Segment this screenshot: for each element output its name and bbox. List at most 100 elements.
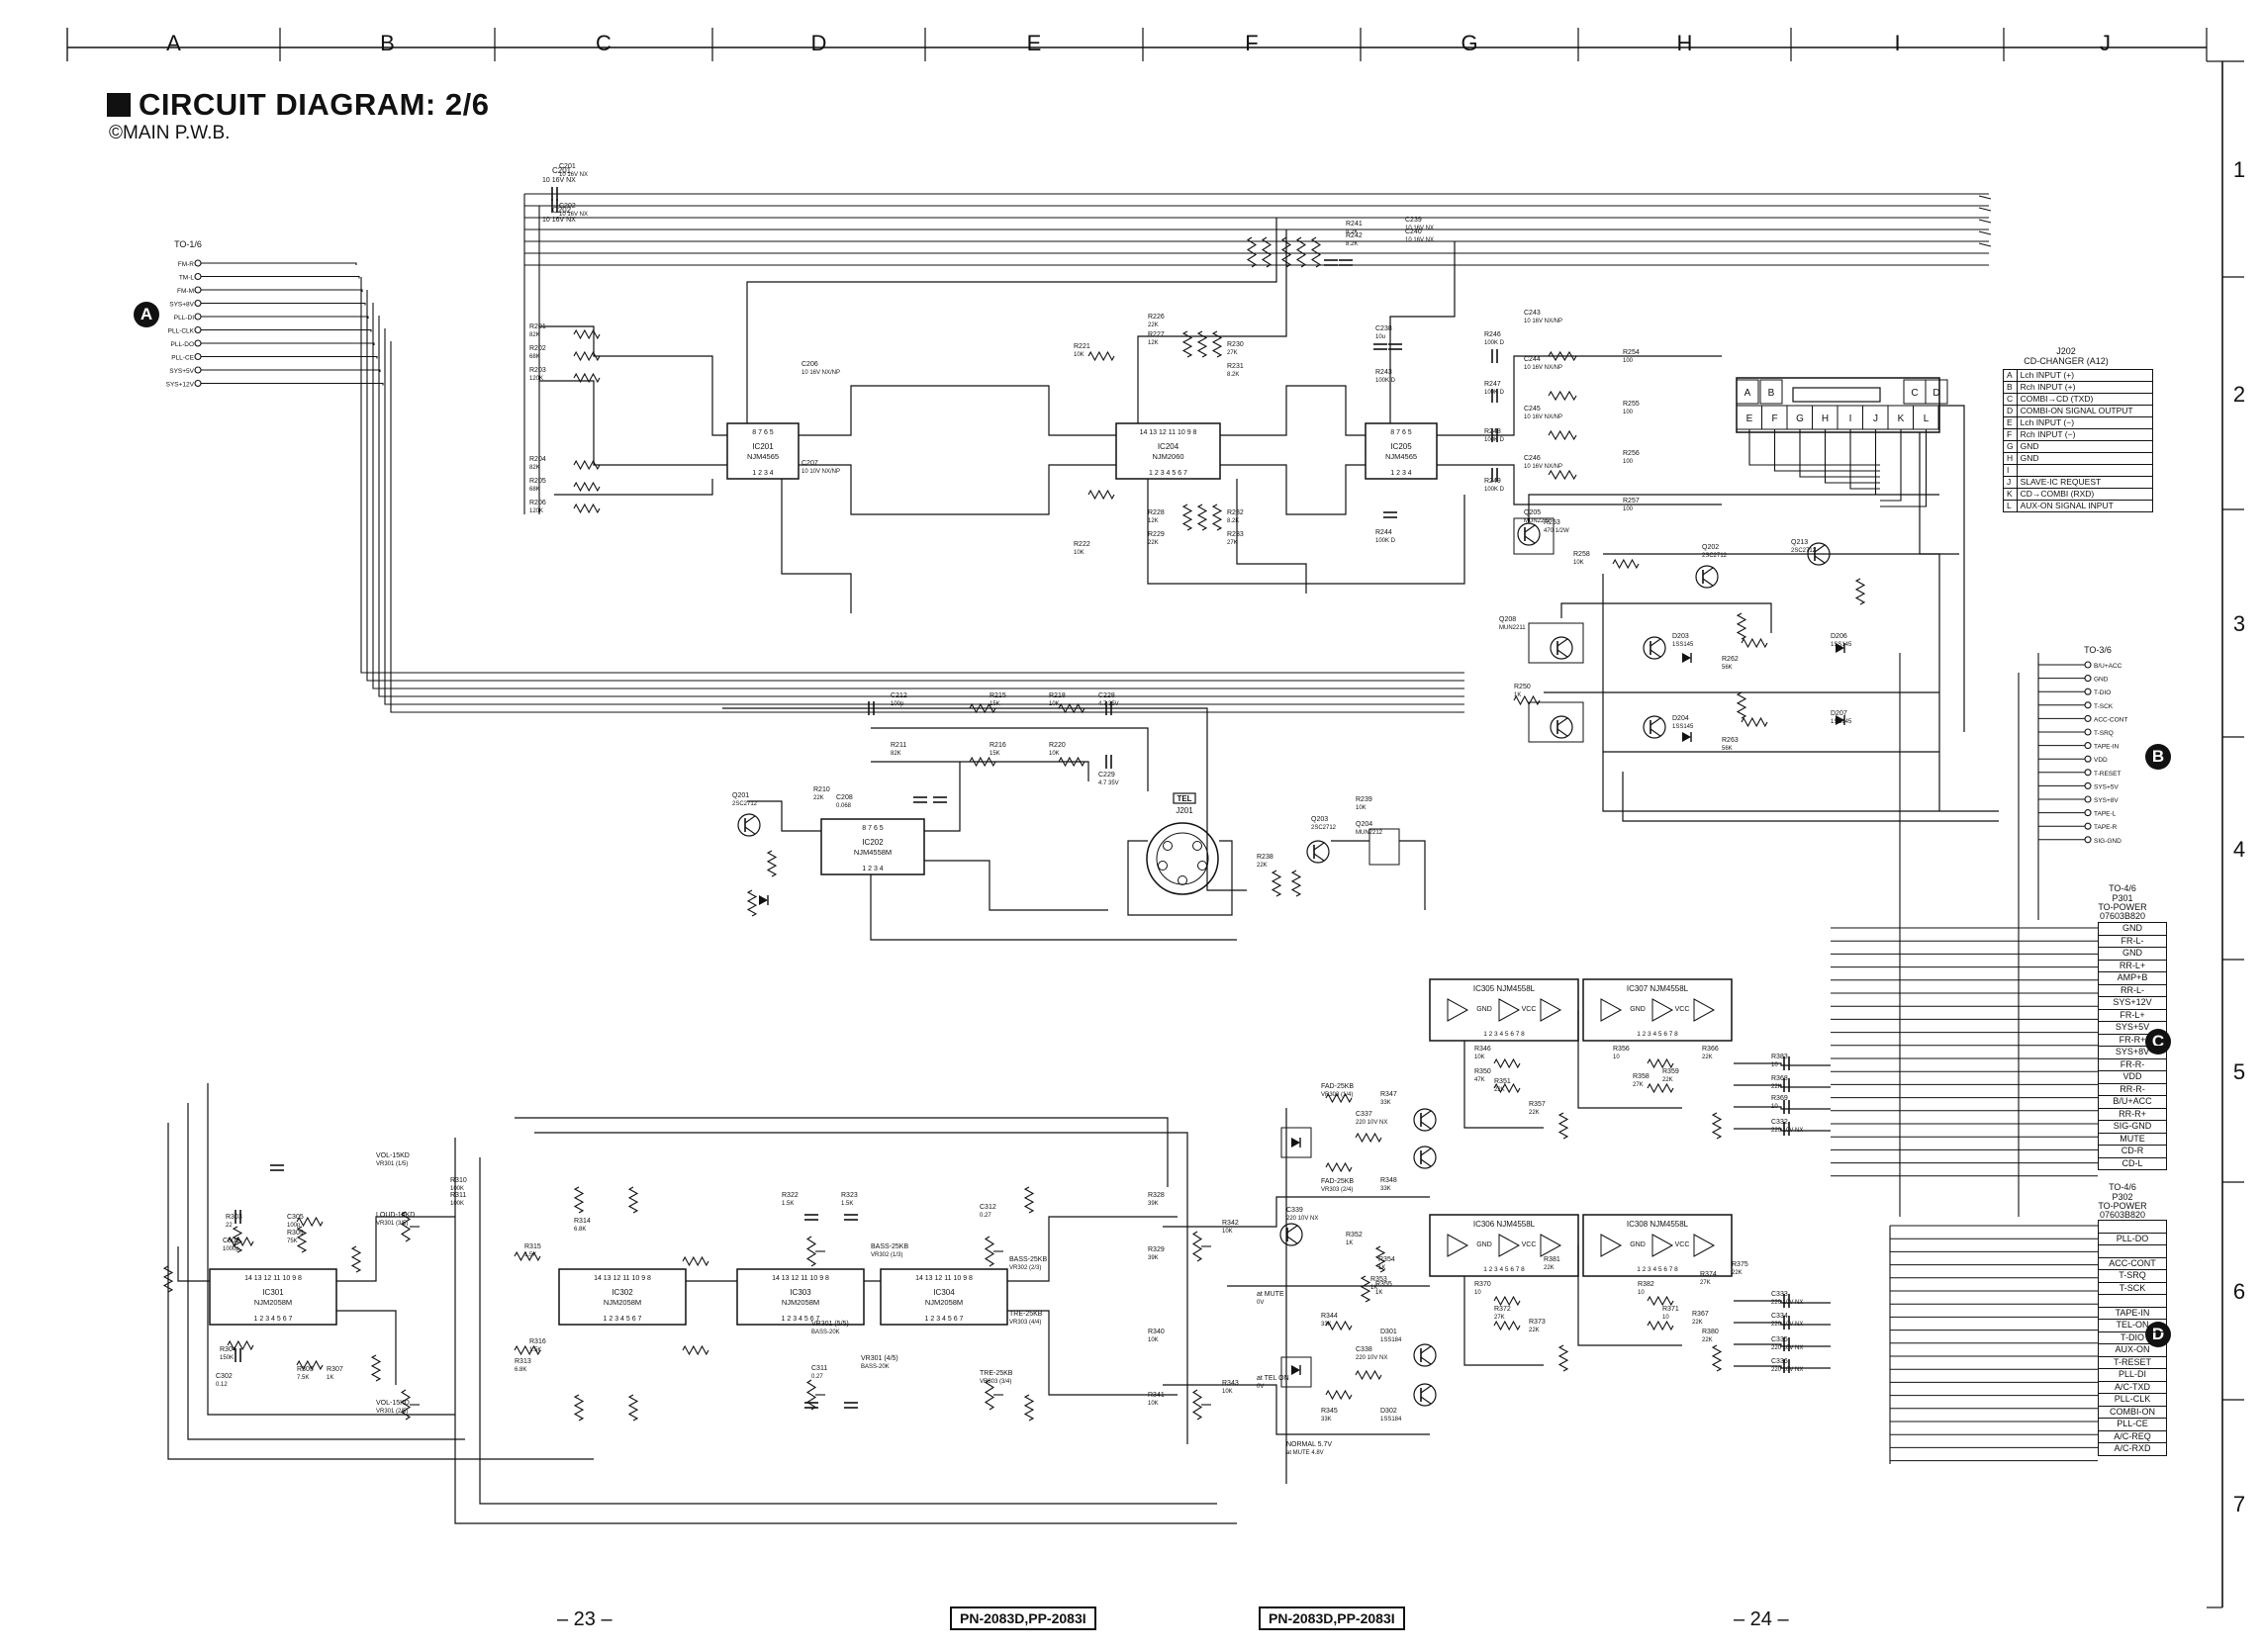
part-ref: C202: [552, 206, 572, 215]
tel-badge: [1173, 792, 1196, 804]
resistor-symbol: [1058, 702, 1085, 714]
transistor-symbol: [1413, 1343, 1437, 1367]
p301-row: GND: [2098, 922, 2167, 936]
wire: [799, 385, 1116, 436]
ic-ref: IC303: [790, 1288, 811, 1297]
bus-wire: [360, 277, 1464, 674]
part-ref: C202: [559, 203, 576, 210]
resistor-symbol: [1246, 236, 1258, 268]
part-ref: C243: [1524, 310, 1541, 317]
p302-pin: [2098, 1220, 2167, 1234]
input-wire: [201, 262, 357, 265]
column-label-c: C: [596, 31, 612, 55]
part-value: 1SS145: [1831, 642, 1852, 648]
part-value: 100K: [450, 1186, 464, 1192]
part-value: 1000p: [223, 1246, 239, 1252]
input-pin-label: PLL-DI: [174, 315, 194, 321]
part-ref: R342: [1222, 1220, 1239, 1227]
ic-part: NJM4558M: [854, 848, 892, 857]
p301-row: MUTE: [2098, 1132, 2167, 1146]
part-value: 0.27: [980, 1213, 991, 1219]
resistor-symbol: [1191, 1389, 1203, 1421]
p301-pin: SYS+8V: [2098, 1046, 2167, 1059]
resistor-symbol: [400, 1389, 412, 1421]
part-ref: Q213: [1791, 539, 1808, 546]
part-ref: R347: [1380, 1091, 1397, 1098]
p301-name: P301: [2112, 893, 2133, 903]
part-value: VR303 (2/4): [1321, 1187, 1353, 1193]
part-ref: C201: [559, 163, 576, 170]
part-ref: C305: [287, 1214, 304, 1221]
row-label-2: 2: [2232, 381, 2246, 407]
transistor-collector: [1556, 638, 1568, 647]
b-pin-circle: [2084, 781, 2092, 789]
part-value: MUN2211: [1499, 625, 1526, 631]
j202-row-pin: F: [2003, 428, 2018, 441]
part-value: 100p: [891, 701, 904, 707]
wire: [799, 464, 1116, 515]
p301-part: 07603B820: [2099, 911, 2146, 921]
part-value: 10 16V NX/NP: [1524, 464, 1562, 470]
part-ref: C335: [1771, 1336, 1788, 1343]
p301-pin: FR-R+: [2098, 1033, 2167, 1047]
part-value: 100: [1623, 459, 1634, 465]
wire: [1560, 602, 1772, 633]
b-pin-circle: [2084, 675, 2092, 683]
part-value: 1.5K: [524, 1252, 536, 1258]
p302-row: [2098, 1220, 2167, 1234]
p301-pin: GND: [2098, 947, 2167, 961]
transistor-symbol: [1550, 715, 1573, 739]
wire: [871, 727, 1149, 791]
part-value: 220 10V NX: [1286, 1216, 1318, 1222]
part-value: 22K: [1771, 1084, 1782, 1090]
part-value: 8.2K: [1227, 518, 1239, 524]
input-wire: [201, 382, 384, 386]
part-value: 10K: [1074, 550, 1084, 556]
p302-pin: PLL-CLK: [2098, 1393, 2167, 1407]
p301-pin: AMP+B: [2098, 971, 2167, 985]
part-value: 22K: [813, 795, 824, 801]
part-ref: Q208: [1499, 616, 1516, 623]
j202-row-pin: B: [2003, 381, 2018, 394]
p301-row: FR-R+: [2098, 1033, 2167, 1047]
ic205-box: [1365, 422, 1438, 480]
transistor-symbol: [1517, 522, 1541, 546]
ic-pin-word: VCC: [1675, 1006, 1690, 1013]
input-wire: [201, 289, 363, 292]
opamp-symbol: [1498, 1234, 1521, 1257]
part-value: 220 10V NX: [1771, 1367, 1803, 1373]
resistor-symbol: [1023, 1394, 1035, 1422]
part-value: 10 16V NX/NP: [1524, 365, 1562, 371]
j202-pin-label: G: [1796, 413, 1804, 424]
part-value: 10 16V NX: [1405, 237, 1434, 243]
resistor-symbol: [1711, 1112, 1723, 1140]
wire: [722, 707, 1247, 891]
page-number-right: – 24 –: [1734, 1608, 1789, 1630]
p302-row: A/C-RXD: [2098, 1442, 2167, 1456]
part-value: 22K: [1529, 1328, 1540, 1333]
opamp-symbol: [1498, 998, 1521, 1022]
part-value: 22K: [1662, 1077, 1673, 1083]
transistor-emitter: [1313, 853, 1325, 862]
input-wire: [201, 355, 378, 359]
p301-row: SIG-GND: [2098, 1120, 2167, 1134]
din-jack-inner: [1156, 832, 1209, 885]
resistor-symbol: [1647, 1295, 1674, 1307]
part-ref: C244: [1524, 356, 1541, 363]
diode-symbol: [1291, 1138, 1300, 1147]
part-value: 22K: [1257, 863, 1268, 869]
wire: [554, 479, 713, 496]
resistor-symbol: [682, 1255, 709, 1267]
resistor-symbol: [1280, 236, 1292, 268]
part-ref: R355: [1375, 1281, 1392, 1288]
p301-pin: RR-R-: [2098, 1082, 2167, 1096]
rail-arrow: [1978, 230, 1992, 235]
row-label-7: 7: [2232, 1492, 2246, 1516]
part-ref: R202: [529, 345, 546, 352]
part-value: BASS-20K: [861, 1364, 890, 1370]
opamp-symbol: [1447, 1234, 1469, 1257]
p302-part: 07603B820: [2099, 1210, 2146, 1220]
part-ref: C337: [1356, 1111, 1372, 1118]
b-pin-circle: [2084, 661, 2092, 669]
